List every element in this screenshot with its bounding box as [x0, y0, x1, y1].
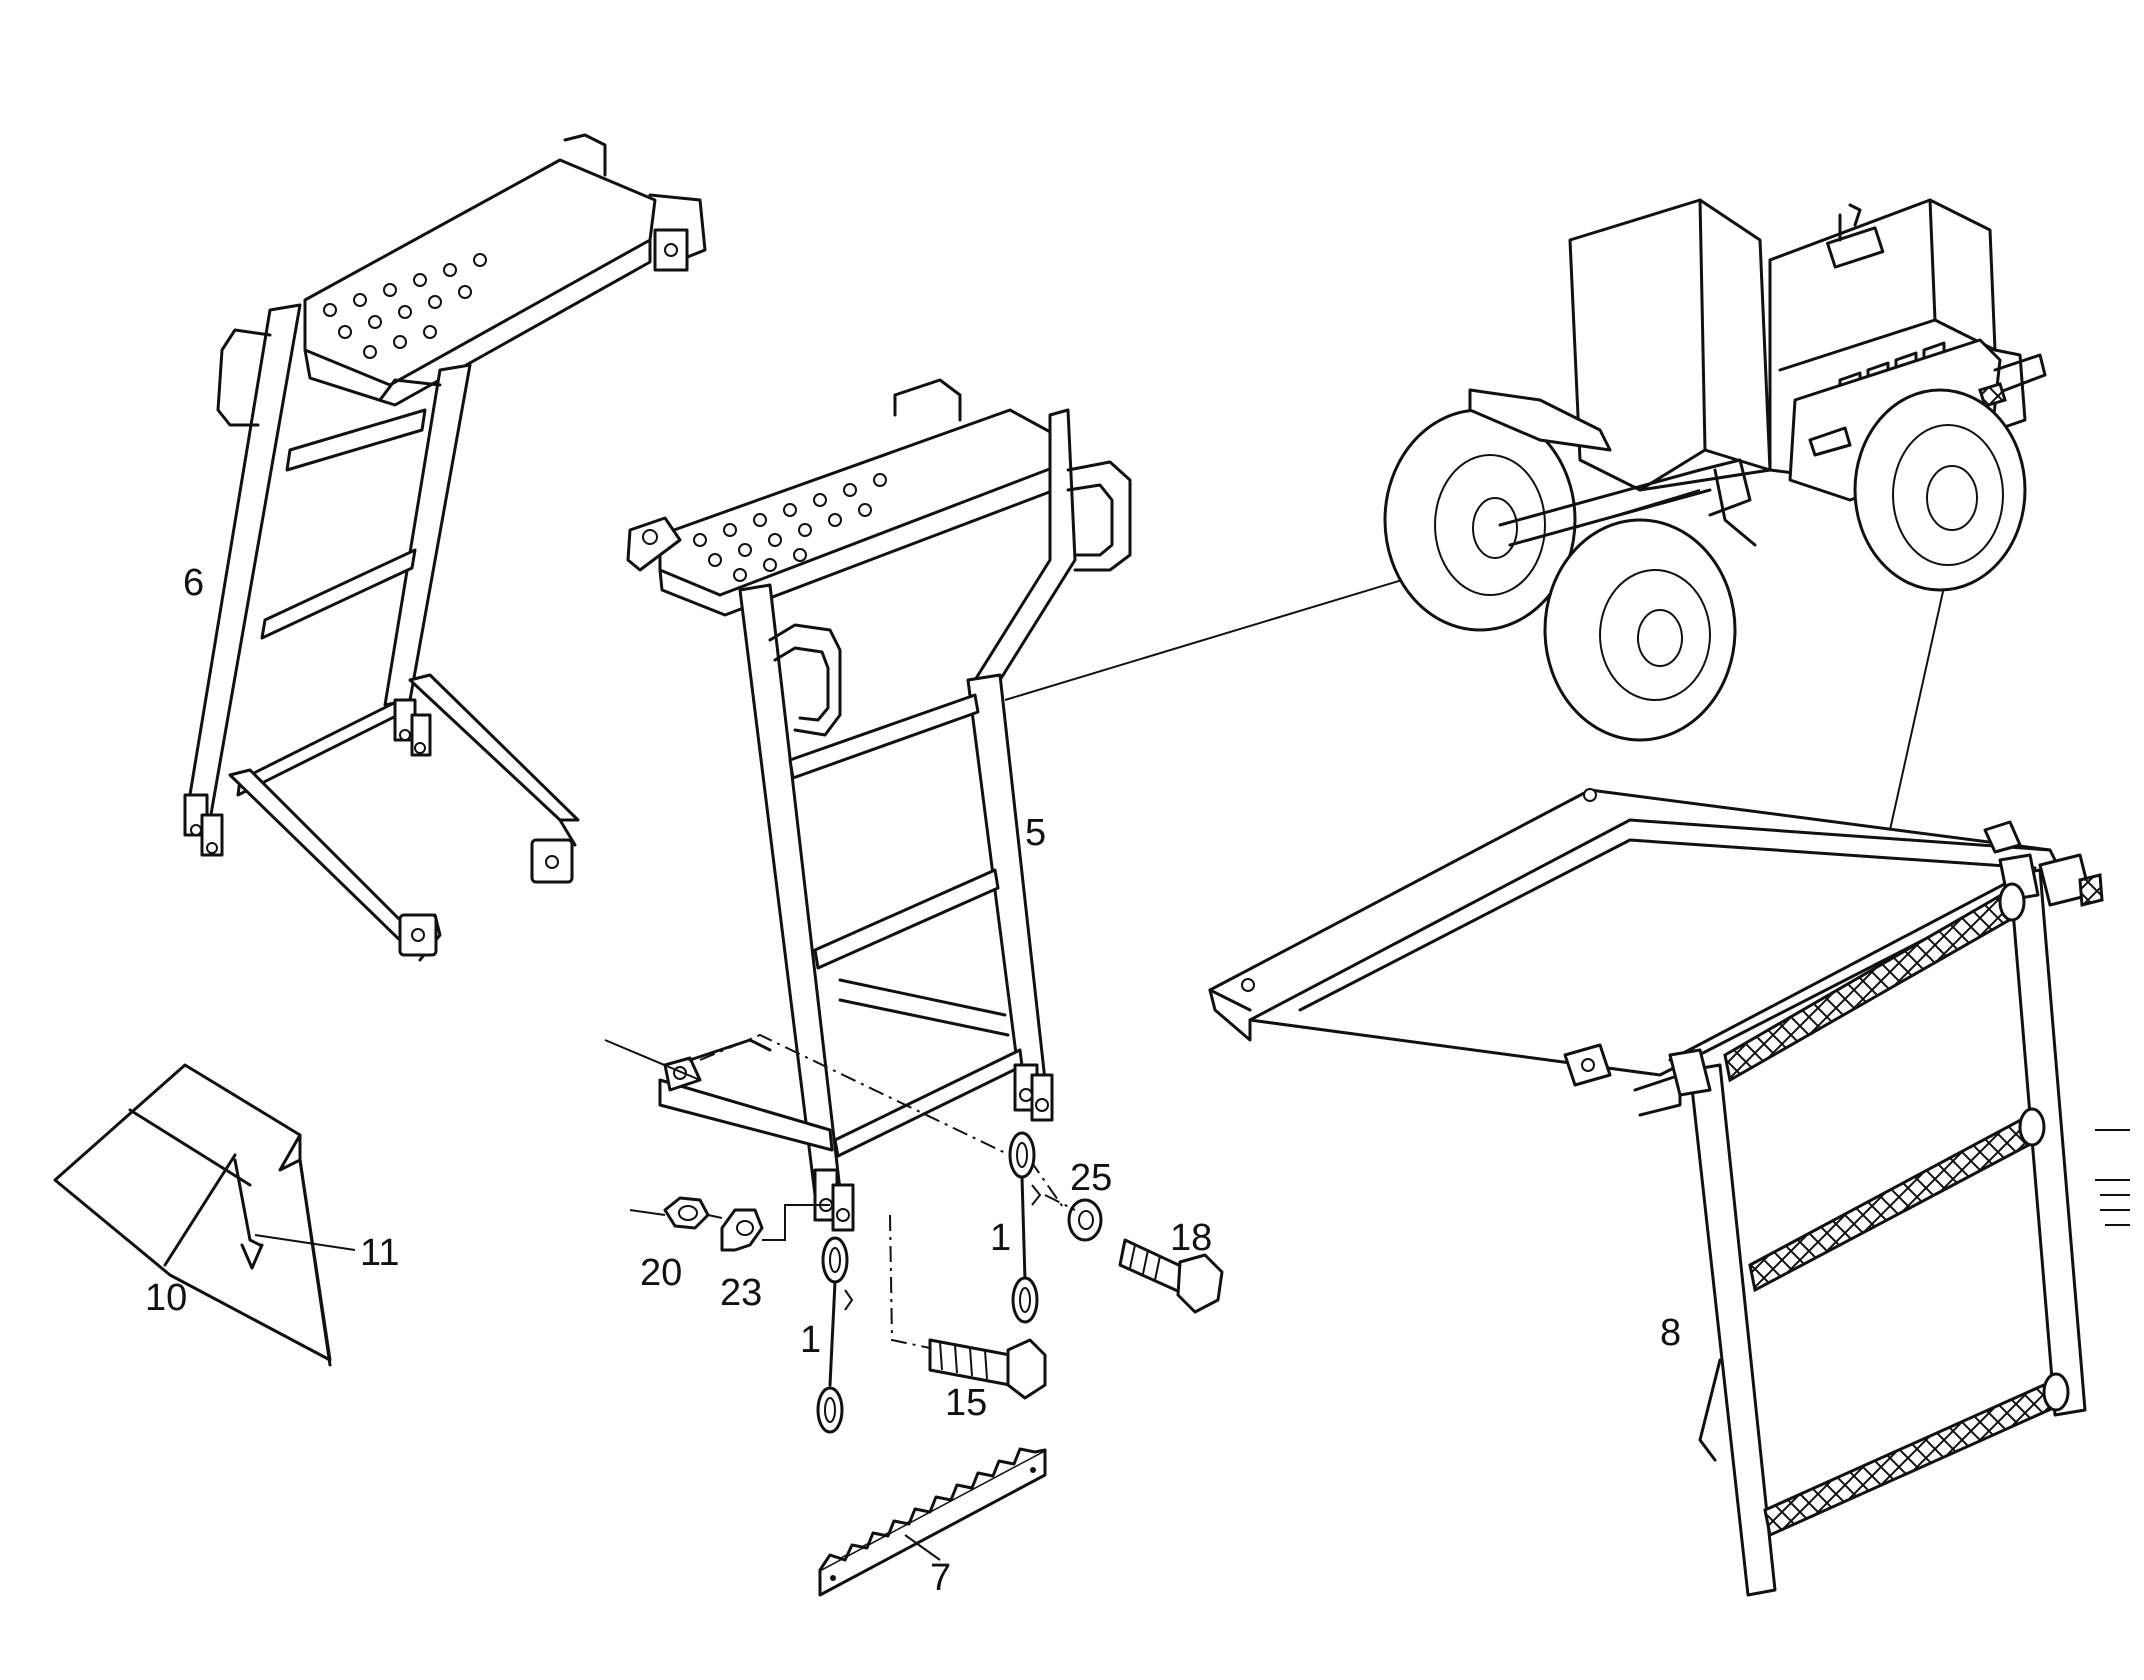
bolt-18	[1118, 1238, 1224, 1314]
callout-20: 20	[640, 1252, 682, 1294]
cable-1-right	[1008, 1131, 1042, 1324]
lock-washer-23	[720, 1204, 830, 1252]
callout-11: 11	[360, 1232, 399, 1274]
callout-1-left: 1	[800, 1319, 821, 1361]
ladder-5	[604, 378, 1132, 1232]
callout-23: 23	[720, 1272, 762, 1314]
ladder-8	[1208, 788, 2130, 1597]
callout-15: 15	[945, 1382, 987, 1424]
bolt-15	[889, 1214, 1047, 1400]
callout-25: 25	[1070, 1157, 1112, 1199]
detail-10-11	[53, 1063, 356, 1367]
callout-1-right: 1	[990, 1217, 1011, 1259]
platform-holes-6	[323, 253, 487, 359]
cable-1-left	[816, 1236, 854, 1434]
callout-7: 7	[930, 1557, 951, 1599]
callout-8: 8	[1660, 1312, 1681, 1354]
tractor-illustration	[1383, 198, 2047, 742]
washer-25	[1044, 1194, 1103, 1242]
platform-holes-5	[693, 473, 887, 582]
callout-6: 6	[183, 562, 204, 604]
callout-18: 18	[1170, 1217, 1212, 1259]
callout-5: 5	[1025, 812, 1046, 854]
leader-8-tractor	[1889, 559, 1951, 831]
nut-20	[629, 1196, 723, 1230]
ladder-6	[183, 133, 707, 962]
serrated-strip-7	[818, 1447, 1047, 1597]
callout-10: 10	[145, 1277, 187, 1319]
